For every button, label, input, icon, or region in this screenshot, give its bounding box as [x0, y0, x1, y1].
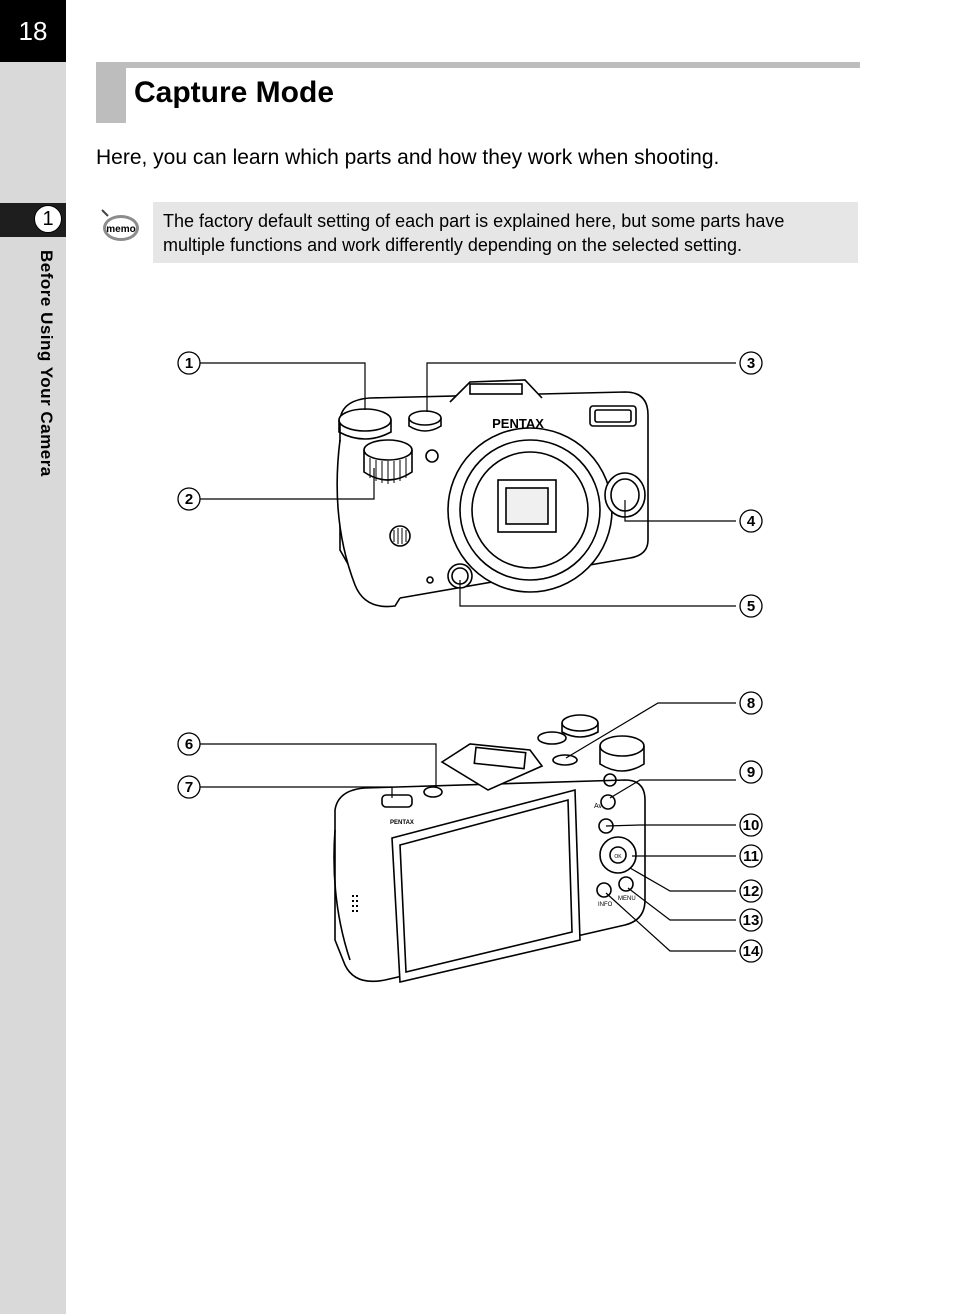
callout-9: 9 [739, 760, 763, 784]
title-accent [96, 62, 126, 123]
sidebar [0, 0, 66, 1314]
svg-text:3: 3 [747, 355, 755, 372]
callout-10: 10 [739, 813, 763, 837]
page-title: Capture Mode [134, 76, 335, 109]
svg-text:13: 13 [743, 912, 760, 929]
svg-text:6: 6 [185, 736, 193, 753]
callouts: 1 2 3 4 5 6 7 8 9 10 11 12 13 14 [177, 351, 763, 963]
callout-7: 7 [177, 775, 201, 799]
svg-text:2: 2 [185, 491, 193, 508]
svg-text:12: 12 [743, 883, 760, 900]
svg-text:9: 9 [747, 764, 755, 781]
camera-front-view: PENTAX [336, 379, 649, 608]
svg-text:11: 11 [743, 848, 759, 865]
back-brand-label: PENTAX [390, 820, 414, 826]
callout-14: 14 [739, 939, 763, 963]
camera-diagram: PENTAX [177, 351, 763, 983]
svg-text:4: 4 [747, 513, 756, 530]
info-label: INFO [598, 902, 613, 908]
callout-6: 6 [177, 732, 201, 756]
callout-2: 2 [177, 487, 201, 511]
callout-8: 8 [739, 691, 763, 715]
callout-5: 5 [739, 594, 763, 618]
chapter-number-badge: 1 [34, 205, 62, 233]
menu-label: MENU [618, 896, 636, 902]
title-rule [96, 62, 860, 68]
av-label: Av [594, 803, 603, 810]
svg-text:14: 14 [743, 943, 760, 960]
ok-label: OK [614, 854, 622, 860]
svg-text:7: 7 [185, 779, 193, 796]
camera-back-view: PENTAX Av OK INFO MENU [333, 714, 646, 983]
svg-text:1: 1 [185, 355, 193, 372]
svg-text:8: 8 [747, 695, 755, 712]
intro-text: Here, you can learn which parts and how … [96, 146, 720, 169]
callout-12: 12 [739, 879, 763, 903]
callout-13: 13 [739, 908, 763, 932]
memo-box: The factory default setting of each part… [153, 202, 858, 263]
svg-text:5: 5 [747, 598, 755, 615]
memo-icon-label: memo [106, 224, 135, 235]
page-number: 18 [0, 0, 66, 62]
callout-1: 1 [177, 351, 201, 375]
leader-lines [200, 362, 736, 952]
svg-text:10: 10 [743, 817, 760, 834]
callout-11: 11 [739, 844, 763, 868]
callout-4: 4 [739, 509, 763, 533]
chapter-title: Before Using Your Camera [37, 250, 56, 477]
memo-icon: memo [101, 209, 139, 241]
callout-3: 3 [739, 351, 763, 375]
